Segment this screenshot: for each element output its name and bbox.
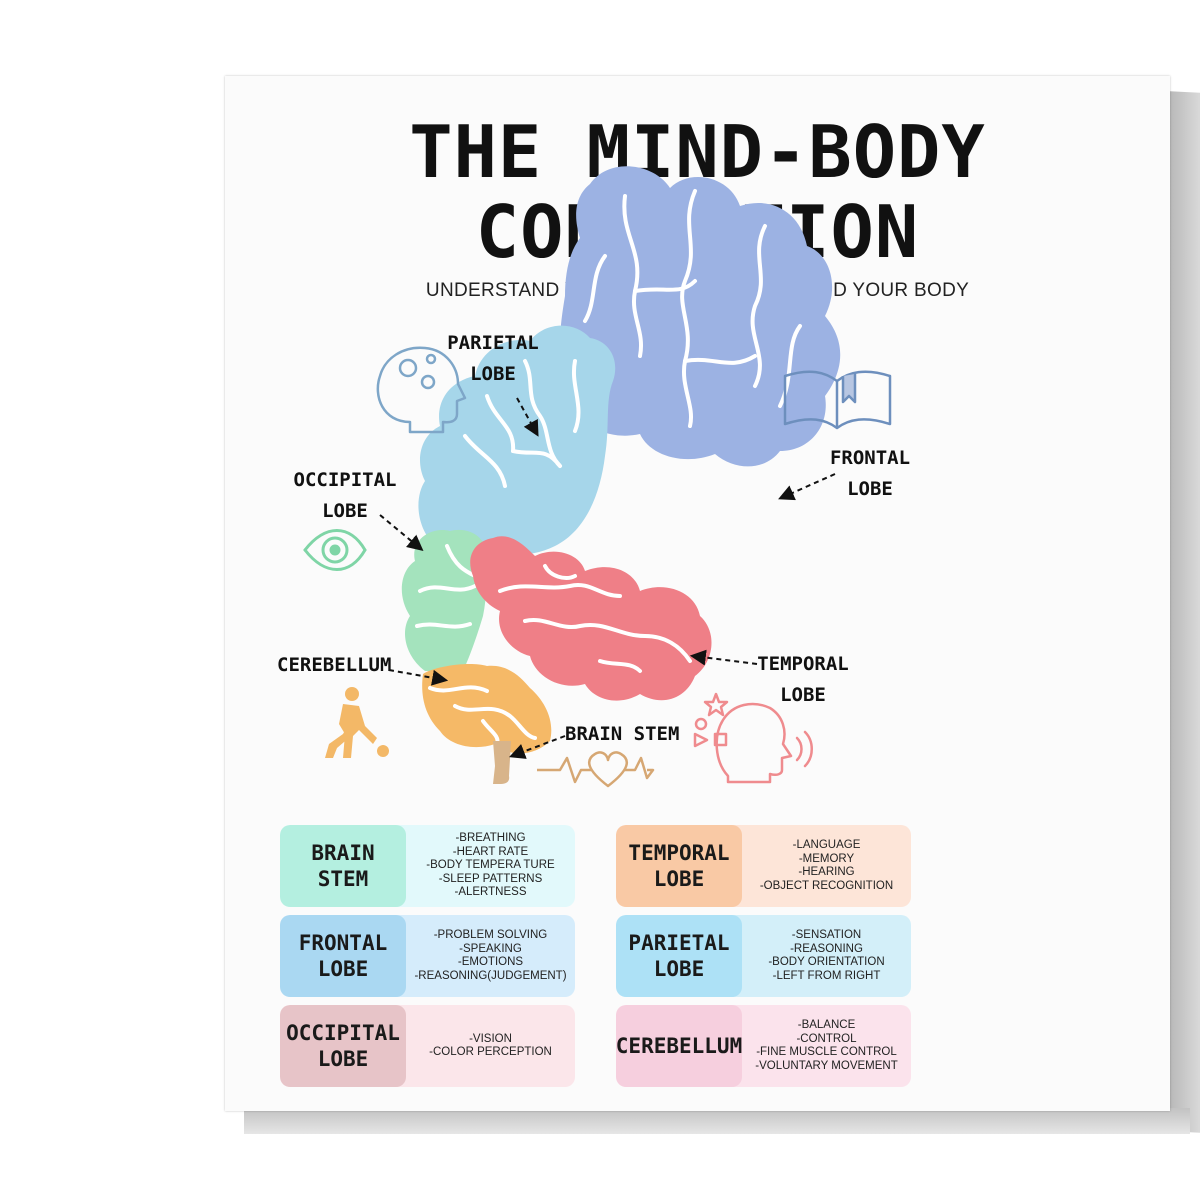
brain-diagram <box>303 166 892 788</box>
frontal-lobe <box>560 166 841 467</box>
card-item: -BREATHING <box>455 832 526 845</box>
card-item: -SENSATION <box>791 929 862 941</box>
parietal-arrow <box>516 397 539 437</box>
card-item: -VISION <box>469 1032 512 1045</box>
card-temporal-lobe: TEMPORAL LOBE -LANGUAGE -MEMORY -HEARING… <box>616 825 911 907</box>
cerebellum-label: CEREBELLUM <box>277 654 392 676</box>
heartbeat-icon <box>537 751 655 788</box>
card-item: -BALANCE <box>797 1019 856 1031</box>
head-gears-icon <box>376 346 467 434</box>
temporal-arrow <box>689 649 758 666</box>
card-item: -MEMORY <box>798 852 855 865</box>
card-item: -SPEAKING <box>459 942 522 955</box>
book-icon <box>783 370 892 430</box>
occipital-lobe <box>401 529 487 671</box>
poster-canvas: THE MIND-BODY CONNECTION UNDERSTAND YOUR… <box>225 76 1170 1111</box>
card-items: -BALANCE -CONTROL -FINE MUSCLE CONTROL -… <box>742 1005 911 1087</box>
head-speaking-icon <box>693 692 813 784</box>
card-items: -VISION -COLOR PERCEPTION <box>406 1005 575 1087</box>
cerebellum <box>422 663 552 754</box>
card-parietal-lobe: PARIETAL LOBE -SENSATION -REASONING -BOD… <box>616 915 911 997</box>
card-title: TEMPORAL LOBE <box>616 825 742 907</box>
card-item: -BODY TEMPERA TURE <box>426 859 555 872</box>
card-title: PARIETAL LOBE <box>616 915 742 997</box>
card-item: -LEFT FROM RIGHT <box>772 969 881 982</box>
card-title: CEREBELLUM <box>616 1005 742 1087</box>
canvas-bottom-shadow <box>244 1108 1190 1134</box>
card-item: -HEARING <box>798 866 855 878</box>
card-items: -PROBLEM SOLVING -SPEAKING -EMOTIONS -RE… <box>406 915 575 997</box>
athlete-icon <box>325 687 389 758</box>
card-item: -HEART RATE <box>452 845 529 858</box>
card-item: -BODY ORIENTATION <box>768 956 885 968</box>
card-item: -CONTROL <box>796 1032 857 1045</box>
card-item: -EMOTIONS <box>457 956 524 968</box>
card-item: -ALERTNESS <box>454 886 527 899</box>
card-title: FRONTAL LOBE <box>280 915 406 997</box>
frontal-arrow <box>778 473 836 501</box>
callout-arrows <box>379 397 836 759</box>
card-occipital-lobe: OCCIPITAL LOBE -VISION -COLOR PERCEPTION <box>280 1005 575 1087</box>
card-item: -SLEEP PATTERNS <box>438 872 543 885</box>
card-item: -OBJECT RECOGNITION <box>759 879 894 892</box>
card-item: -LANGUAGE <box>792 839 861 851</box>
card-item: -VOLUNTARY MOVEMENT <box>755 1059 898 1072</box>
card-cerebellum: CEREBELLUM -BALANCE -CONTROL -FINE MUSCL… <box>616 1005 911 1087</box>
canvas-side-shadow <box>1170 91 1200 1133</box>
eye-icon <box>303 529 367 571</box>
card-item: -REASONING(JUDGEMENT) <box>414 969 567 982</box>
brainstem-arrow <box>509 735 566 759</box>
temporal-lobe <box>470 536 712 701</box>
brain-stem <box>493 741 511 784</box>
card-item: -PROBLEM SOLVING <box>433 929 548 941</box>
cerebellum-arrow <box>388 669 449 686</box>
card-title: BRAIN STEM <box>280 825 406 907</box>
card-title: OCCIPITAL LOBE <box>280 1005 406 1087</box>
parietal-lobe <box>418 325 616 556</box>
card-items: -BREATHING -HEART RATE -BODY TEMPERA TUR… <box>406 825 575 907</box>
card-brain-stem: BRAIN STEM -BREATHING -HEART RATE -BODY … <box>280 825 575 907</box>
card-frontal-lobe: FRONTAL LOBE -PROBLEM SOLVING -SPEAKING … <box>280 915 575 997</box>
card-item: -REASONING <box>790 942 863 955</box>
brain-stem-label: BRAIN STEM <box>565 723 680 745</box>
card-items: -SENSATION -REASONING -BODY ORIENTATION … <box>742 915 911 997</box>
card-item: -COLOR PERCEPTION <box>429 1046 552 1058</box>
card-item: -FINE MUSCLE CONTROL <box>756 1046 897 1058</box>
card-items: -LANGUAGE -MEMORY -HEARING -OBJECT RECOG… <box>742 825 911 907</box>
